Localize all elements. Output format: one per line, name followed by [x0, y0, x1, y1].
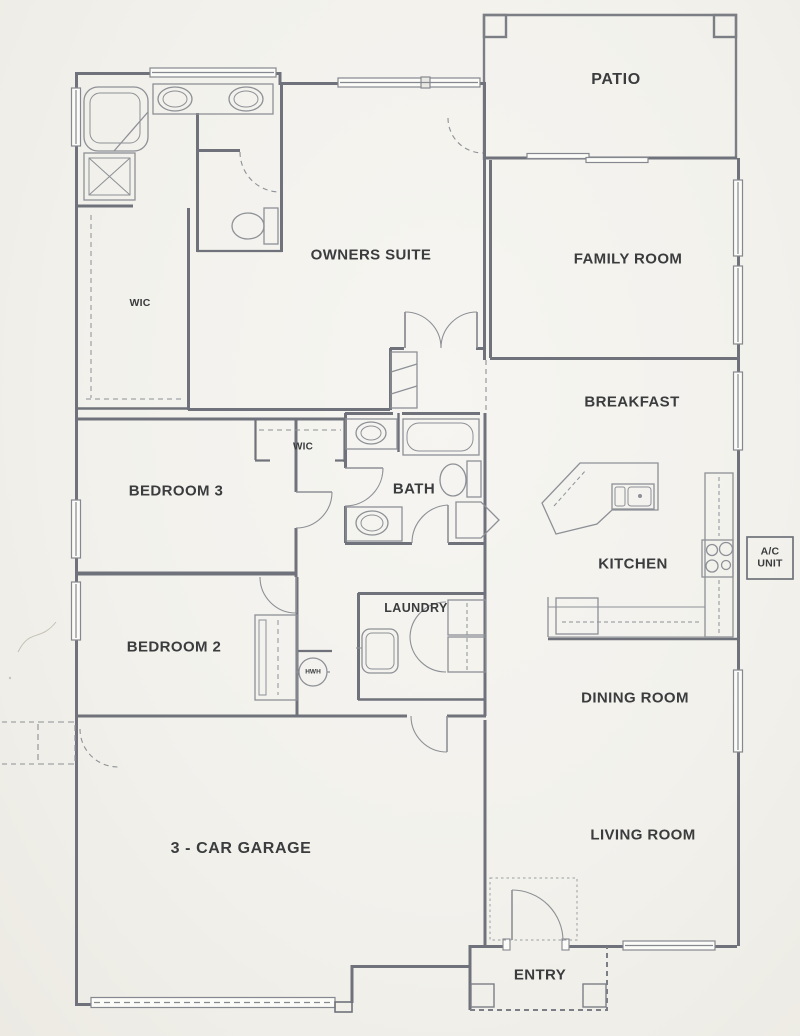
exterior-walls — [75, 72, 740, 1010]
cooktop-range — [701, 539, 734, 578]
room-label-patio: PATIO — [591, 71, 641, 88]
ac-unit-label: A/C UNIT — [757, 546, 782, 569]
interior-walls — [76, 82, 737, 945]
dual-vanity — [152, 83, 274, 115]
room-label-dining-room: DINING ROOM — [581, 689, 689, 707]
room-label-laundry: LAUNDRY — [384, 601, 448, 615]
room-label-entry: ENTRY — [513, 966, 567, 984]
entry-porch — [470, 947, 608, 1011]
room-label-owners-suite: OWNERS SUITE — [310, 246, 432, 264]
garage-door — [90, 996, 353, 1013]
room-label-bedroom-3: BEDROOM 3 — [128, 482, 224, 500]
room-label-family-room: FAMILY ROOM — [573, 250, 683, 268]
corner-tub — [83, 86, 149, 152]
hall-bath-fixtures — [345, 351, 500, 542]
dashed-door-swings — [2, 117, 487, 768]
water-heater — [296, 657, 330, 687]
laundry-fixtures — [356, 599, 487, 674]
room-label-living-room: LIVING ROOM — [590, 826, 696, 844]
kitchen-island — [541, 462, 659, 535]
room-label-kitchen: KITCHEN — [598, 555, 668, 573]
pencil-mark — [17, 621, 57, 653]
room-label-bath: BATH — [392, 480, 436, 498]
ac-unit-box — [746, 536, 794, 580]
pencil-dot — [8, 676, 12, 680]
water-heater-label: HWH — [305, 668, 321, 676]
room-label-breakfast: BREAKFAST — [584, 393, 680, 411]
front-door — [489, 877, 578, 951]
owners-suite-double-doors — [404, 311, 478, 349]
room-label-wic-hall: WIC — [292, 441, 314, 453]
shower — [83, 152, 136, 201]
room-label-garage: 3 - CAR GARAGE — [170, 840, 312, 857]
sliding-patio-door — [526, 152, 649, 164]
ac-unit-label-line2: UNIT — [757, 557, 783, 569]
interior-doors — [259, 467, 449, 753]
windows — [70, 67, 744, 951]
ac-unit-label-line1: A/C — [760, 545, 780, 558]
bedroom2-closet — [254, 614, 298, 701]
room-label-bedroom-2: BEDROOM 2 — [126, 638, 222, 656]
room-label-wic-master: WIC — [129, 297, 151, 309]
master-toilet — [231, 207, 279, 245]
wic-shelving — [86, 215, 341, 431]
